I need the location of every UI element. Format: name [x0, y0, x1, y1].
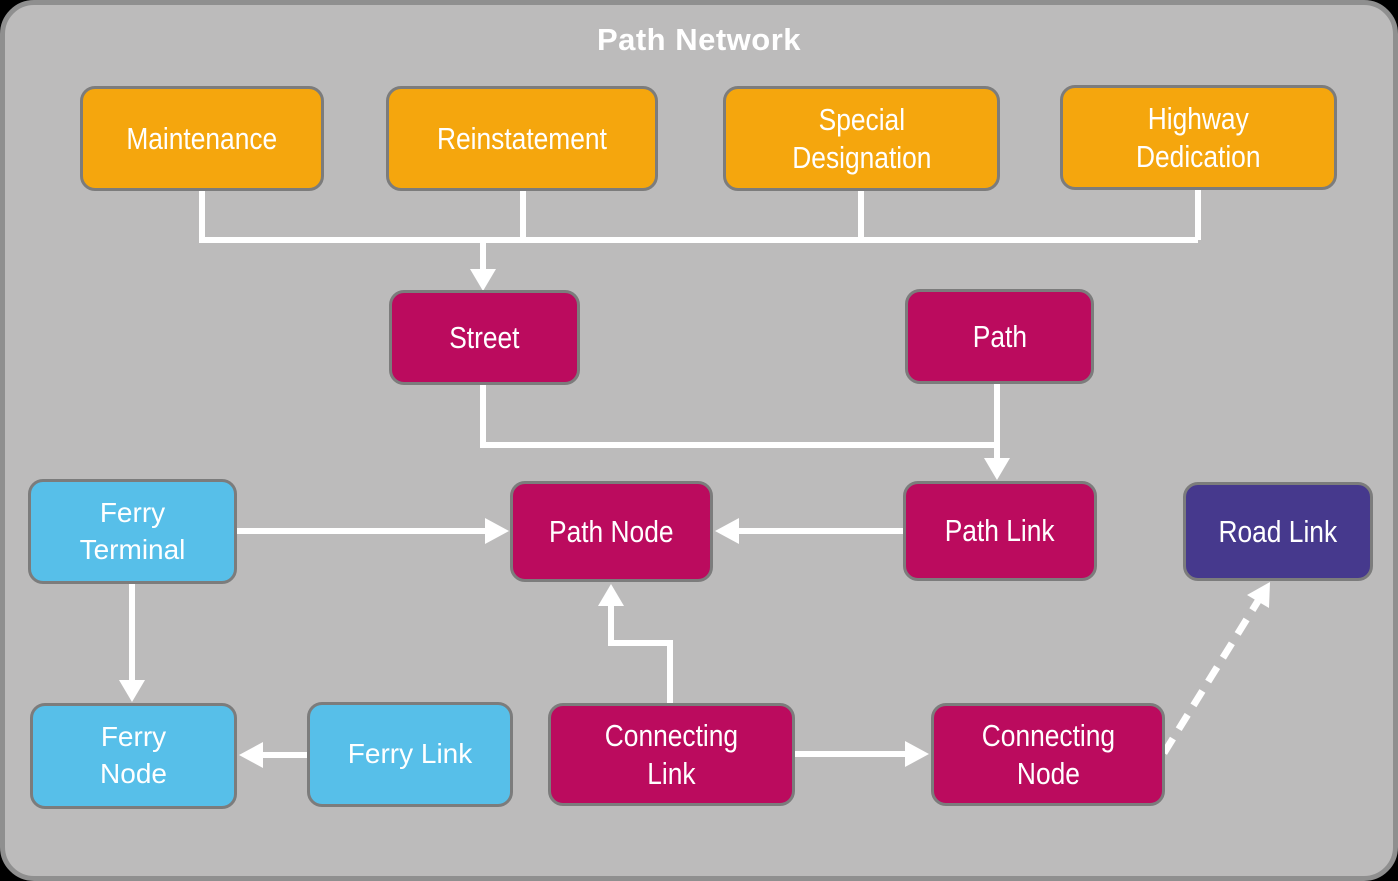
node-road-link: Road Link: [1183, 482, 1373, 581]
node-label: Path Link: [945, 513, 1055, 549]
node-label: Path: [972, 318, 1027, 354]
connector-connecting-link-to-path-node-arrow: [598, 584, 673, 704]
node-label: Maintenance: [126, 120, 278, 156]
connector-ferry-terminal-to-path-node-arrow: [237, 518, 509, 544]
node-label: Path Node: [549, 513, 674, 549]
connector-bus-to-street-arrow: [470, 240, 496, 291]
connector-street-to-path-link: [480, 385, 997, 448]
node-ferry-link: Ferry Link: [307, 702, 513, 807]
node-highway-dedication: Highway Dedication: [1060, 85, 1337, 190]
connector-connecting-link-to-connecting-node-arrow: [795, 741, 929, 767]
node-path-link: Path Link: [903, 481, 1097, 581]
node-reinstatement: Reinstatement: [386, 86, 658, 191]
node-label: Special Designation: [791, 102, 932, 175]
node-maintenance: Maintenance: [80, 86, 324, 191]
connector-ferry-link-to-ferry-node-arrow: [239, 742, 307, 768]
node-connecting-link: Connecting Link: [548, 703, 795, 806]
node-path: Path: [905, 289, 1094, 384]
connector-connecting-node-to-road-link-dashed-arrow: [1161, 582, 1270, 755]
node-special-designation: Special Designation: [723, 86, 1000, 191]
connector-path-to-path-link-arrow: [984, 384, 1010, 480]
connector-ferry-terminal-to-ferry-node-arrow: [119, 584, 145, 702]
node-label: Connecting Node: [981, 718, 1115, 791]
node-path-node: Path Node: [510, 481, 713, 582]
node-label: Highway Dedication: [1136, 101, 1261, 174]
node-label: Road Link: [1218, 513, 1338, 549]
node-ferry-terminal: Ferry Terminal: [28, 479, 237, 584]
node-label: Ferry Link: [347, 738, 473, 770]
node-connecting-node: Connecting Node: [931, 703, 1165, 806]
node-ferry-node: Ferry Node: [30, 703, 237, 809]
node-street: Street: [389, 290, 580, 385]
node-label: Ferry Terminal: [79, 496, 186, 565]
connector-path-link-to-path-node-arrow: [715, 518, 903, 544]
node-label: Ferry Node: [100, 721, 167, 789]
node-label: Street: [449, 319, 520, 355]
node-label: Reinstatement: [437, 120, 607, 156]
node-label: Connecting Link: [604, 718, 739, 791]
diagram-title: Path Network: [596, 22, 802, 57]
